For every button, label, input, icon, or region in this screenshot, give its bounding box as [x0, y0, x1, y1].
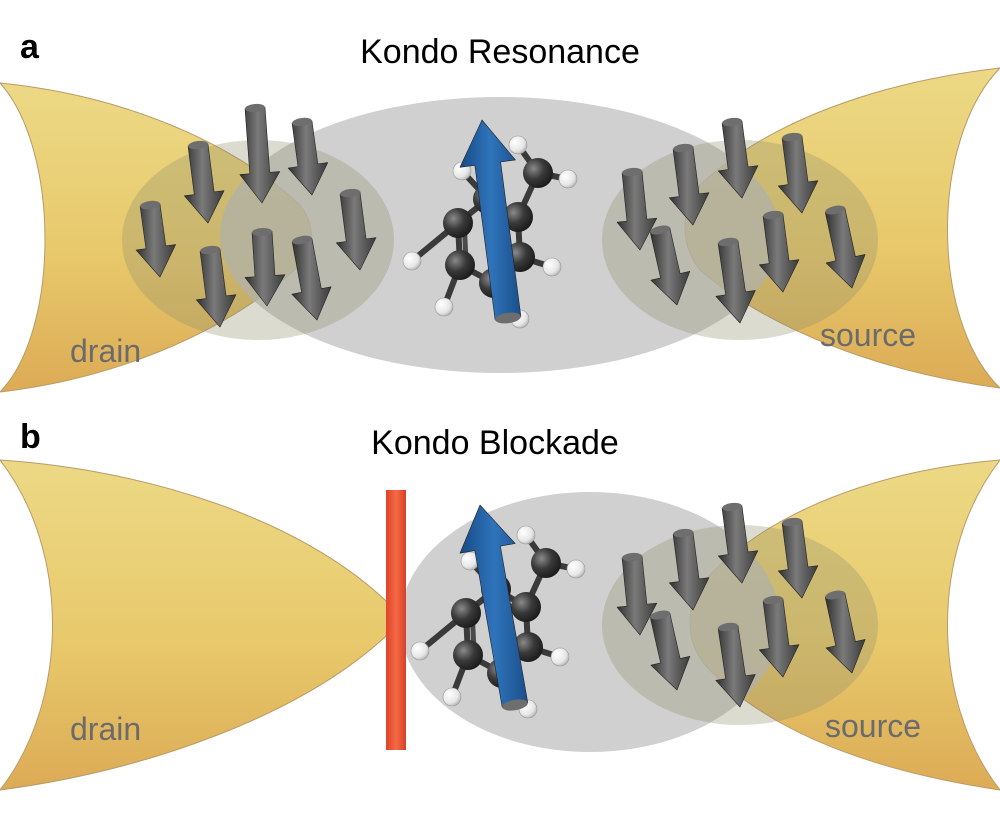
spin-down-arrow-icon [824, 207, 866, 289]
spin-down-arrow-icon [244, 231, 286, 307]
spin-down-arrow-icon-cap [200, 245, 220, 255]
spin-down-arrow-icon-cap [340, 188, 360, 198]
spin-down-arrow-icon-cap [252, 227, 272, 237]
molecular-spin-up-arrow-icon [459, 119, 522, 320]
hydrogen-atom [410, 641, 430, 661]
spin-down-arrow-icon-cap [622, 552, 642, 562]
spin-down-arrow-icon-cap [825, 205, 845, 215]
carbon-atom [451, 598, 481, 628]
spin-down-arrow-icon-cap [650, 225, 670, 235]
spin-down-arrow-icon-cap [718, 622, 738, 632]
hydrogen-atom [550, 647, 570, 667]
spin-down-arrow-icon [715, 240, 756, 324]
spin-down-arrow-icon-cap [782, 132, 802, 142]
spin-down-arrow-icon-cap [292, 235, 312, 245]
spin-down-arrow-icon [649, 612, 691, 691]
spin-down-arrow-icon-cap [292, 117, 312, 127]
spin-down-arrow-icon [715, 625, 756, 708]
spin-down-arrow-icon [759, 598, 800, 678]
molecular-spin-up-arrow-icon-cap [502, 699, 528, 711]
panel-title: Kondo Resonance [360, 33, 640, 71]
spin-down-arrow-icon [824, 592, 866, 674]
toluene-molecule-icon [410, 504, 586, 719]
spin-down-arrow-icon-cap [722, 502, 742, 512]
carbon-atom [531, 548, 561, 578]
carbon-atom [503, 202, 533, 232]
hydrogen-atom [542, 257, 562, 277]
spin-down-arrow-icon-cap [825, 590, 845, 600]
panel-letter: b [20, 418, 41, 456]
panel-title: Kondo Blockade [371, 424, 619, 462]
molecular-spin-up-arrow-icon-cap [495, 312, 521, 324]
source-label: source [825, 708, 921, 744]
spin-down-arrow-icon [239, 106, 281, 204]
hydrogen-atom [516, 525, 536, 545]
spin-down-arrow-icon-cap [673, 143, 693, 153]
source-label: source [820, 317, 916, 353]
carbon-atom [513, 632, 543, 662]
spin-down-arrow-icon [616, 170, 658, 251]
spin-down-arrow-icon [616, 555, 658, 636]
spin-down-arrow-icon [777, 520, 819, 599]
hydrogen-atom [402, 251, 422, 271]
panel-a: a Kondo Resonance drain source [0, 28, 1000, 393]
spin-down-arrow-icon [196, 248, 237, 328]
drain-electrode [0, 459, 393, 791]
spin-down-arrow-icon-cap [673, 528, 693, 538]
spin-down-arrow-icon-cap [763, 210, 783, 220]
carbon-atom [511, 592, 541, 622]
hydrogen-atom [508, 135, 528, 155]
hydrogen-atom [566, 559, 586, 579]
carbon-atom [445, 250, 475, 280]
spin-down-arrow-icon-cap [650, 610, 670, 620]
spin-down-arrow-icon [669, 146, 710, 226]
spin-down-arrow-icon [777, 135, 819, 214]
drain-label: drain [70, 333, 141, 369]
spin-down-arrow-icon-cap [622, 167, 642, 177]
panel-b: b Kondo Blockade drain source [0, 418, 1000, 791]
toluene-molecule-icon [402, 119, 578, 329]
spin-down-arrow-icon [135, 203, 176, 278]
spin-down-arrow-icon-cap [188, 140, 208, 150]
molecular-spin-up-arrow-icon [459, 504, 529, 708]
carbon-atom [453, 640, 483, 670]
spin-down-arrow-icon [717, 120, 759, 199]
spin-down-arrow-icon-cap [782, 517, 802, 527]
drain-label: drain [70, 711, 141, 747]
spin-down-arrow-icon [336, 191, 377, 271]
spin-down-arrow-icon-cap [718, 237, 738, 247]
spin-down-arrow-icon-cap [140, 200, 160, 210]
panel-letter: a [20, 28, 40, 66]
spin-down-arrow-icon-cap [245, 103, 265, 113]
spin-down-arrow-icon [287, 120, 329, 196]
hydrogen-atom [558, 169, 578, 189]
spin-down-arrow-icon [669, 531, 710, 611]
barrier-bar [386, 490, 406, 750]
spin-down-arrow-icon [649, 227, 691, 306]
spin-down-arrow-icon [759, 213, 800, 293]
hydrogen-atom [434, 297, 454, 317]
spin-down-arrow-icon [717, 505, 759, 584]
spin-down-arrow-icon-cap [722, 117, 742, 127]
spin-down-arrow-icon [291, 237, 332, 321]
carbon-atom [523, 158, 553, 188]
hydrogen-atom [442, 687, 462, 707]
spin-down-arrow-icon [184, 143, 225, 224]
spin-down-arrow-icon-cap [763, 595, 783, 605]
carbon-atom [443, 208, 473, 238]
